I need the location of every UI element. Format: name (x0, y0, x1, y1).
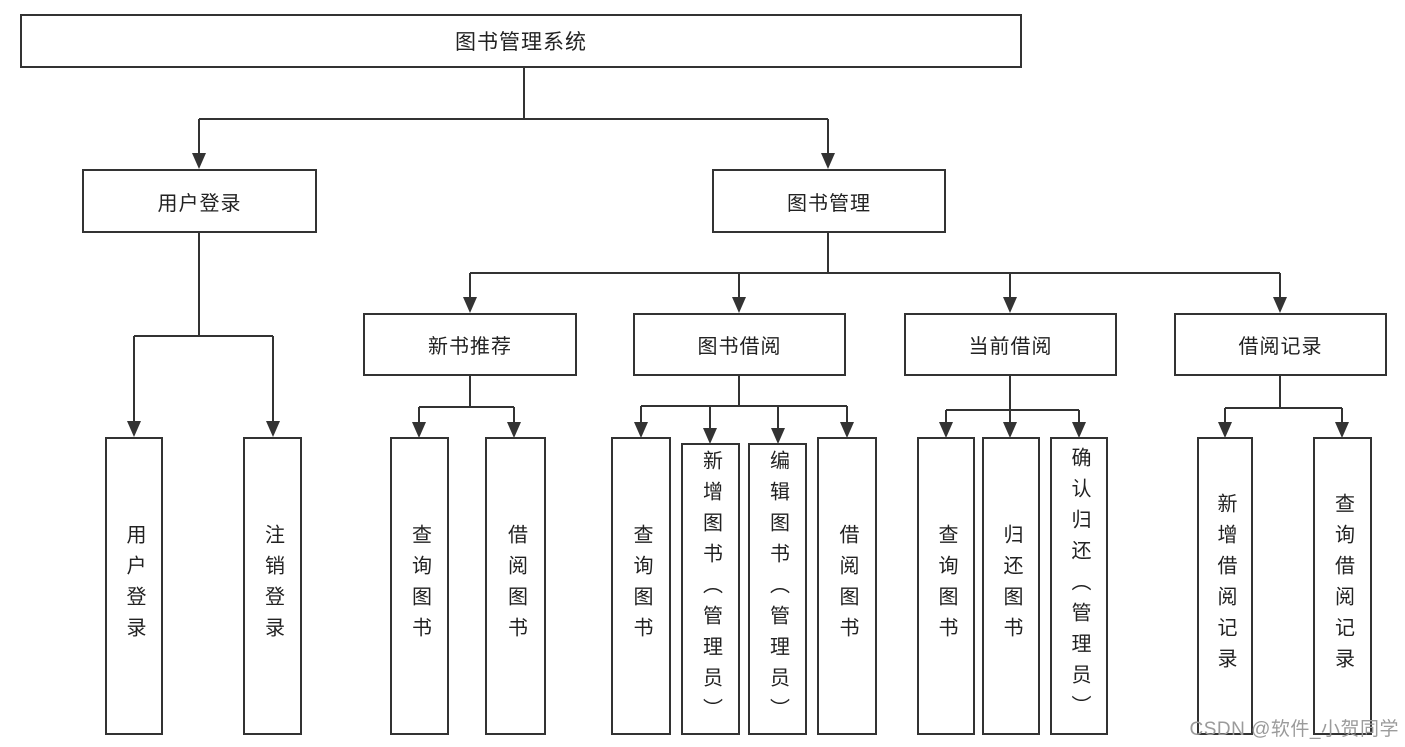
arrow-down-icon (634, 422, 648, 438)
arrow-down-icon (821, 153, 835, 169)
leaf-borrow-books-newbook: 借阅图书 (485, 437, 546, 735)
arrow-down-icon (1003, 422, 1017, 438)
arrowheads-level2 (192, 153, 835, 169)
arrow-down-icon (1218, 422, 1232, 438)
arrow-down-icon (412, 422, 426, 438)
arrow-down-icon (771, 428, 785, 444)
connector-bookmgmt-to-level3 (469, 233, 1281, 298)
node-label: 用户登录 (123, 524, 145, 648)
arrow-down-icon (1335, 422, 1349, 438)
connector-userlogin-to-leaves (133, 233, 274, 422)
node-label: 新增借阅记录 (1214, 493, 1236, 679)
leaf-query-borrow-record: 查询借阅记录 (1313, 437, 1372, 735)
csdn-watermark: CSDN @软件_小贺同学 (1189, 719, 1399, 740)
node-label: 确认归还（管理员） (1068, 446, 1090, 726)
leaf-query-books-current: 查询图书 (917, 437, 975, 735)
leaf-add-borrow-record: 新增借阅记录 (1197, 437, 1253, 735)
connector-newbookrec-to-leaves (418, 376, 515, 423)
arrow-down-icon (507, 422, 521, 438)
node-label: 归还图书 (1000, 524, 1022, 648)
node-label: 图书管理 (787, 192, 871, 215)
arrow-down-icon (127, 421, 141, 437)
node-book-borrowing: 图书借阅 (633, 313, 846, 376)
leaf-user-login: 用户登录 (105, 437, 163, 735)
node-label: 查询图书 (935, 524, 957, 648)
leaf-add-books-admin: 新增图书（管理员） (681, 443, 740, 735)
arrowheads-newbookrec (412, 422, 521, 438)
leaf-borrow-books-borrowing: 借阅图书 (817, 437, 877, 735)
leaf-query-books-borrowing: 查询图书 (611, 437, 671, 735)
arrowheads-level3 (463, 297, 1287, 313)
connector-currentborrow-to-leaves (945, 376, 1080, 423)
leaf-return-books: 归还图书 (982, 437, 1040, 735)
node-label: 图书管理系统 (455, 31, 587, 54)
node-new-book-recommendation: 新书推荐 (363, 313, 577, 376)
connector-bookborrow-to-leaves (640, 376, 848, 429)
arrow-down-icon (463, 297, 477, 313)
arrow-down-icon (840, 422, 854, 438)
leaf-edit-books-admin: 编辑图书（管理员） (748, 443, 807, 735)
leaf-logout: 注销登录 (243, 437, 302, 735)
node-label: 新增图书（管理员） (699, 449, 722, 729)
node-label: 借阅图书 (836, 524, 858, 648)
node-book-management: 图书管理 (712, 169, 946, 233)
node-label: 当前借阅 (968, 336, 1053, 358)
node-label: 用户登录 (157, 192, 242, 215)
arrow-down-icon (192, 153, 206, 169)
node-label: 注销登录 (261, 524, 284, 648)
node-borrowing-records: 借阅记录 (1174, 313, 1387, 376)
node-label: 查询图书 (408, 524, 431, 648)
arrow-down-icon (1273, 297, 1287, 313)
connector-root-to-level2 (198, 68, 829, 154)
node-current-borrowing: 当前借阅 (904, 313, 1117, 376)
node-user-login: 用户登录 (82, 169, 317, 233)
node-label: 新书推荐 (428, 336, 512, 358)
node-label: 查询借阅记录 (1331, 493, 1354, 679)
arrow-down-icon (732, 297, 746, 313)
arrow-down-icon (1072, 422, 1086, 438)
arrowheads-currentborrow (939, 422, 1086, 438)
node-label: 查询图书 (630, 524, 652, 648)
arrowheads-userlogin (127, 421, 280, 437)
arrow-down-icon (266, 421, 280, 437)
leaf-confirm-return-admin: 确认归还（管理员） (1050, 437, 1108, 735)
arrow-down-icon (1003, 297, 1017, 313)
connector-borrowrecords-to-leaves (1224, 376, 1343, 423)
node-label: 借阅记录 (1238, 336, 1323, 358)
arrow-down-icon (703, 428, 717, 444)
node-label: 借阅图书 (504, 524, 527, 648)
leaf-query-books-newbook: 查询图书 (390, 437, 449, 735)
node-label: 编辑图书（管理员） (766, 449, 789, 729)
arrow-down-icon (939, 422, 953, 438)
arrowheads-borrowrecords (1218, 422, 1349, 438)
node-library-management-system: 图书管理系统 (20, 14, 1022, 68)
node-label: 图书借阅 (697, 336, 782, 358)
